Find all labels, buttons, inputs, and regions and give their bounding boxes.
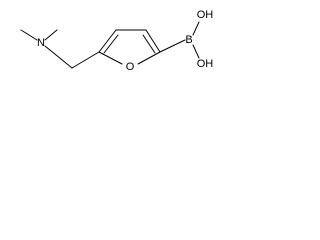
bond-c5-c4-double — [103, 34, 119, 54]
hydroxyl-upper-label: OH — [197, 9, 214, 21]
bond-c5-c4 — [98, 29, 117, 53]
bond-c3-c2-double — [142, 34, 156, 54]
hydroxyl-lower-label: OH — [197, 58, 214, 70]
bond-n-methyl-left — [20, 29, 38, 41]
bond-o-c5 — [98, 51, 123, 65]
boron-label: B — [185, 34, 192, 46]
bond-b-oh-upper — [192, 21, 200, 36]
bond-c3-c2 — [145, 29, 161, 53]
molecule-drawing: N O B OH OH — [20, 9, 214, 73]
ring-oxygen-label: O — [126, 61, 135, 73]
bond-ch2-c5 — [71, 51, 100, 69]
bond-c2-o — [137, 51, 161, 65]
bond-n-ch2 — [44, 45, 73, 69]
bond-n-methyl-right — [44, 29, 58, 41]
structure-canvas: N O B OH OH — [0, 0, 214, 99]
nitrogen-label: N — [37, 37, 45, 49]
bond-c2-b — [159, 39, 186, 53]
bond-b-oh-lower — [192, 44, 200, 59]
